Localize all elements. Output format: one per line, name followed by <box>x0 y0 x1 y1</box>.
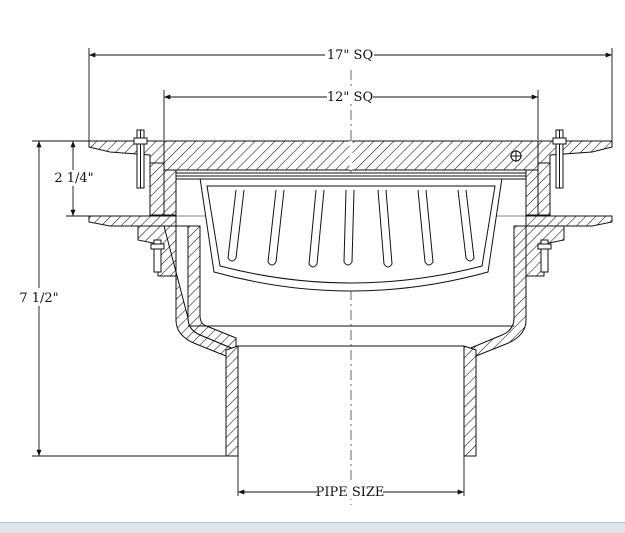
overall-width-label: 17" SQ <box>327 48 373 63</box>
clamp-bolt-right <box>552 129 567 189</box>
dimension-pipe-size: PIPE SIZE <box>237 456 465 500</box>
drain-body <box>88 162 613 457</box>
dimension-12-sq: 12" SQ <box>163 89 539 140</box>
strainer-basket <box>175 172 527 292</box>
lower-bolt-right <box>537 239 552 273</box>
clamp-bolt-left <box>133 129 148 189</box>
flange-height-label: 2 1/4" <box>54 171 93 186</box>
overall-height-label: 7 1/2" <box>19 291 58 306</box>
pipe-size-label: PIPE SIZE <box>316 485 385 500</box>
bolt-icon <box>510 150 522 162</box>
strainer-slots <box>227 189 475 268</box>
dimension-flange-height: 2 1/4" <box>50 140 98 217</box>
dimension-17-sq: 17" SQ <box>88 47 613 142</box>
grate-top <box>163 140 539 171</box>
bottom-band <box>0 522 625 533</box>
lower-bolt-left <box>150 239 165 273</box>
dimension-overall-height: 7 1/2" <box>14 140 238 457</box>
grate-width-label: 12" SQ <box>327 90 373 105</box>
